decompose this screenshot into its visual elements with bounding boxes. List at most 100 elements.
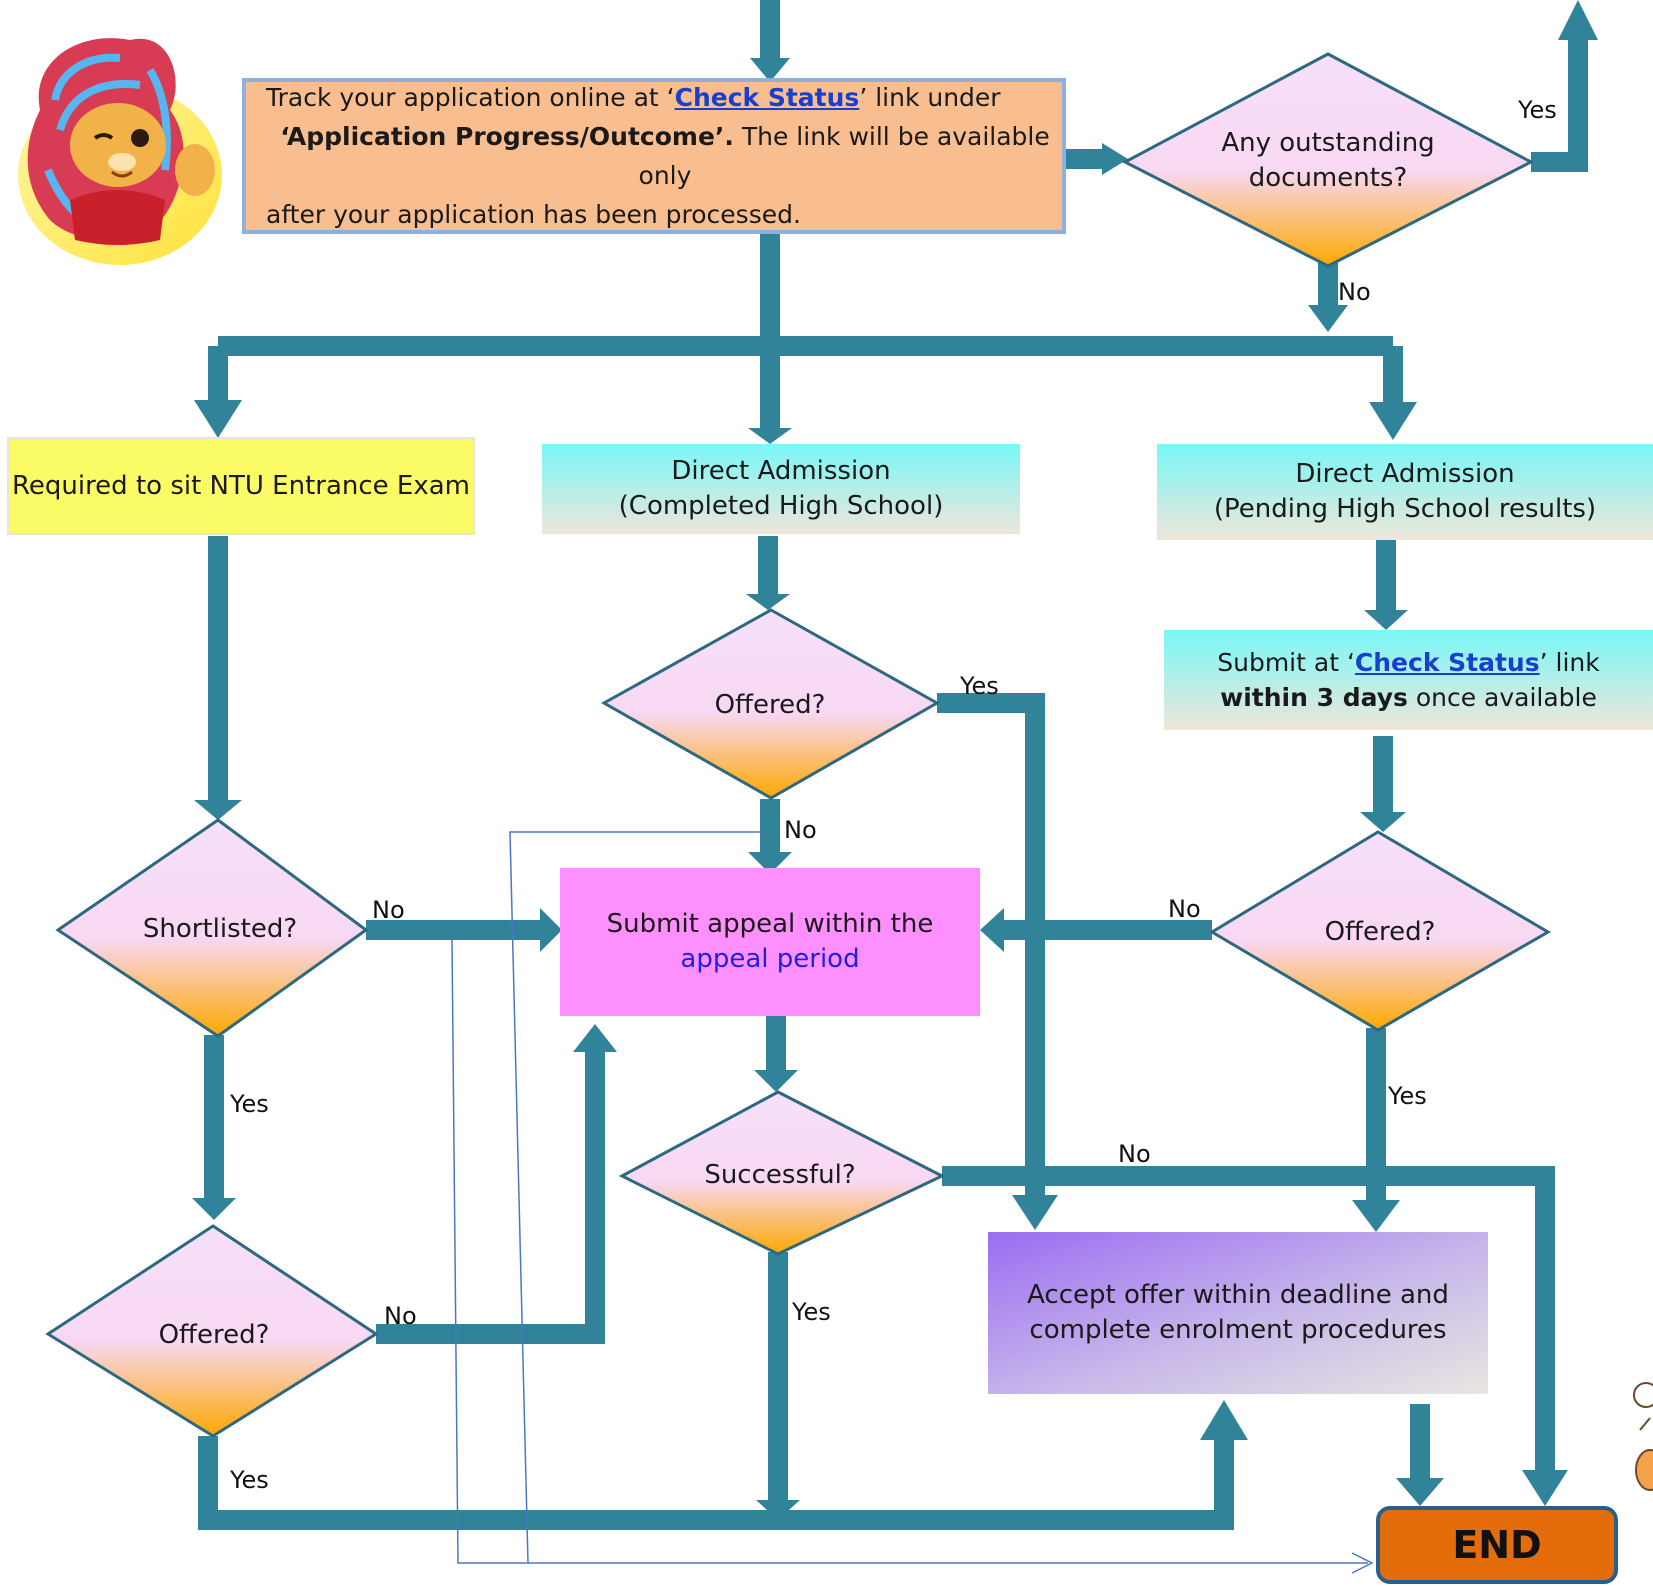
submit-box: Submit at ‘Check Status’ link within 3 d… — [1164, 630, 1653, 730]
appeal-box-shape — [560, 868, 980, 1016]
appeal-period-link[interactable]: appeal period — [680, 944, 860, 974]
track-line-3: after your application has been processe… — [266, 200, 801, 229]
connector-offered-left-no — [376, 1048, 605, 1344]
exam-box: Required to sit NTU Entrance Exam — [8, 438, 474, 534]
direct-completed-shape — [542, 444, 1020, 534]
lion-mascot-icon — [18, 38, 222, 265]
arrowhead — [1360, 812, 1406, 832]
submit-rest: once available — [1407, 683, 1597, 712]
arrowhead — [540, 908, 562, 952]
arrowhead — [1102, 143, 1128, 175]
direct-completed-line-1: Direct Admission — [671, 456, 891, 486]
arrowhead — [1364, 610, 1408, 630]
successful-text: Successful? — [704, 1160, 856, 1190]
arrowhead — [1369, 402, 1417, 440]
arrowhead — [748, 428, 792, 444]
outstanding-diamond — [1121, 52, 1535, 268]
submit-prefix: Submit at ‘ — [1217, 648, 1355, 677]
track-line-1: Track your application online at ‘Check … — [266, 78, 1001, 117]
accept-line-2: complete enrolment procedures — [1029, 1315, 1447, 1345]
connector-bottom-bar — [198, 1436, 1234, 1530]
submit-suffix: ’ link — [1539, 648, 1600, 677]
end-box-shape — [1376, 1506, 1618, 1584]
connector-successful-no — [942, 1166, 1555, 1470]
arrowheads — [192, 0, 1598, 1520]
successful-diamond — [618, 1090, 946, 1256]
track-bold: ‘Application Progress/Outcome’. — [280, 122, 734, 151]
arrowhead — [194, 800, 242, 820]
exam-box-label: Required to sit NTU Entrance Exam — [11, 470, 471, 501]
connector-offered-mid-yes — [937, 693, 1045, 1195]
arrowhead — [746, 594, 790, 610]
arrowhead — [1522, 1470, 1568, 1506]
offered-left-diamond — [45, 1224, 379, 1438]
arrowhead — [1200, 1400, 1248, 1440]
direct-admission-completed-box: Direct Admission (Completed High School) — [542, 444, 1020, 534]
decision-diamonds — [45, 52, 1551, 1438]
yes-label-shortlisted: Yes — [230, 1090, 269, 1118]
direct-pending-line-1: Direct Admission — [1295, 459, 1515, 489]
offered-left-text: Offered? — [158, 1320, 270, 1350]
no-label-offered-mid: No — [784, 816, 817, 844]
appeal-line-1: Submit appeal within the — [606, 909, 934, 939]
check-status-link-2[interactable]: Check Status — [1354, 648, 1540, 677]
accept-box-shape — [988, 1232, 1488, 1394]
arrowhead — [573, 1024, 617, 1052]
direct-admission-pending-box: Direct Admission (Pending High School re… — [1157, 444, 1653, 540]
track-line-2: ‘Application Progress/Outcome’. The link… — [266, 117, 1064, 195]
exam-box-shape — [7, 437, 475, 535]
yes-label-outstanding: Yes — [1518, 96, 1557, 124]
arrowhead — [194, 400, 242, 438]
track-box: Track your application online at ‘Check … — [244, 80, 1064, 232]
thin-connectors — [451, 831, 1374, 1574]
thin-line-a — [451, 939, 1368, 1564]
offered-mid-text: Offered? — [714, 690, 826, 720]
accept-box: Accept offer within deadline and complet… — [988, 1232, 1488, 1394]
direct-pending-line-2: (Pending High School results) — [1213, 494, 1597, 524]
no-label-offered-left: No — [384, 1302, 417, 1330]
arrowhead — [750, 58, 790, 82]
arrowhead — [980, 908, 1004, 952]
mascot-edge-icon — [1633, 1382, 1653, 1491]
offered-right-text: Offered? — [1324, 917, 1436, 947]
direct-pending-shape — [1157, 444, 1653, 540]
arrowhead — [748, 852, 792, 874]
yes-label-offered-mid: Yes — [960, 672, 999, 700]
arrowhead — [754, 1070, 798, 1092]
yes-label-offered-left: Yes — [230, 1466, 269, 1494]
arrowhead — [1558, 0, 1598, 40]
track-prefix: Track your application online at ‘ — [266, 83, 675, 112]
accept-line-1: Accept offer within deadline and — [1027, 1280, 1449, 1310]
arrowhead — [1396, 1478, 1444, 1506]
yes-label-successful: Yes — [792, 1298, 831, 1326]
arrowhead — [1352, 1200, 1400, 1232]
no-label-shortlisted: No — [372, 896, 405, 924]
end-label: END — [1452, 1522, 1542, 1567]
offered-mid-diamond — [600, 608, 941, 800]
submit-line-1: Submit at ‘Check Status’ link — [1217, 645, 1599, 680]
submit-bold: within 3 days — [1220, 683, 1408, 712]
track-rest: The link will be available only — [638, 122, 1050, 190]
no-label-successful: No — [1118, 1140, 1151, 1168]
direct-completed-line-2: (Completed High School) — [618, 491, 944, 521]
check-status-link[interactable]: Check Status — [674, 83, 860, 112]
no-label-offered-right: No — [1168, 895, 1201, 923]
submit-box-shape — [1164, 630, 1653, 730]
appeal-box: Submit appeal within the appeal period — [560, 868, 980, 1016]
shortlisted-diamond — [55, 818, 369, 1038]
offered-right-diamond — [1209, 830, 1551, 1032]
arrowhead — [1308, 305, 1348, 332]
arrowhead — [1012, 1195, 1058, 1230]
thin-arrowhead — [1351, 1552, 1374, 1574]
arrowhead — [756, 1500, 800, 1520]
outstanding-line-1: Any outstanding — [1221, 128, 1435, 158]
submit-line-2: within 3 days once available — [1220, 680, 1597, 715]
arrowhead — [192, 1198, 236, 1220]
connector-yes-up — [1531, 38, 1588, 172]
shortlisted-text: Shortlisted? — [142, 914, 298, 944]
track-box-shape — [242, 78, 1066, 234]
outstanding-text: Any outstanding documents? — [1160, 126, 1496, 196]
no-label-outstanding: No — [1338, 278, 1371, 306]
outstanding-line-2: documents? — [1248, 163, 1408, 193]
